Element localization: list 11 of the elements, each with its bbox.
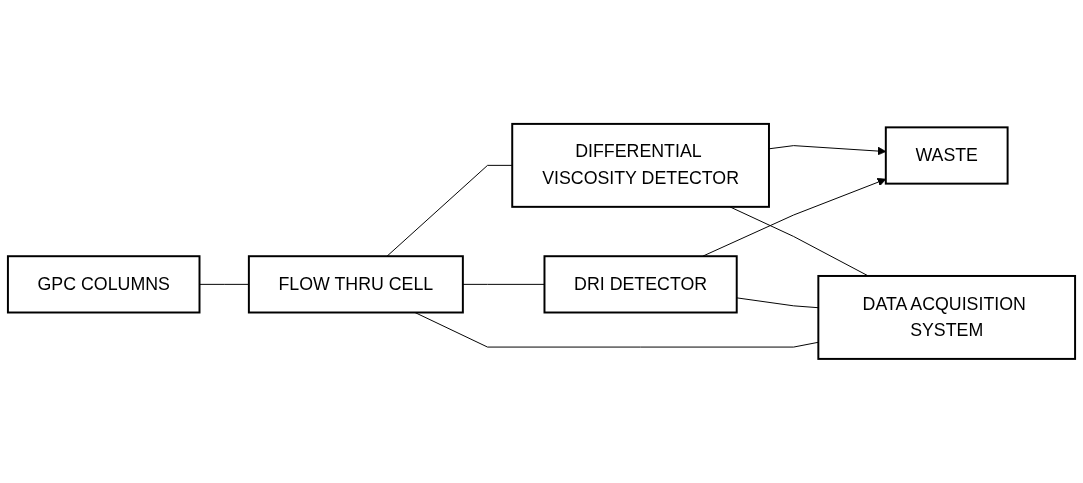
node-box: FLOW THRU CELL	[247, 255, 464, 314]
node-box: DRI DETECTOR	[543, 255, 738, 314]
connector	[414, 312, 819, 348]
connector	[736, 297, 819, 309]
node-box: DIFFERENTIAL VISCOSITY DETECTOR	[511, 123, 770, 208]
connector	[462, 283, 545, 285]
connector	[386, 164, 513, 257]
node-box: DATA ACQUISITION SYSTEM	[817, 275, 1077, 360]
connector	[729, 206, 869, 277]
node-box: GPC COLUMNS	[6, 255, 201, 314]
node-box: WASTE	[884, 126, 1009, 185]
